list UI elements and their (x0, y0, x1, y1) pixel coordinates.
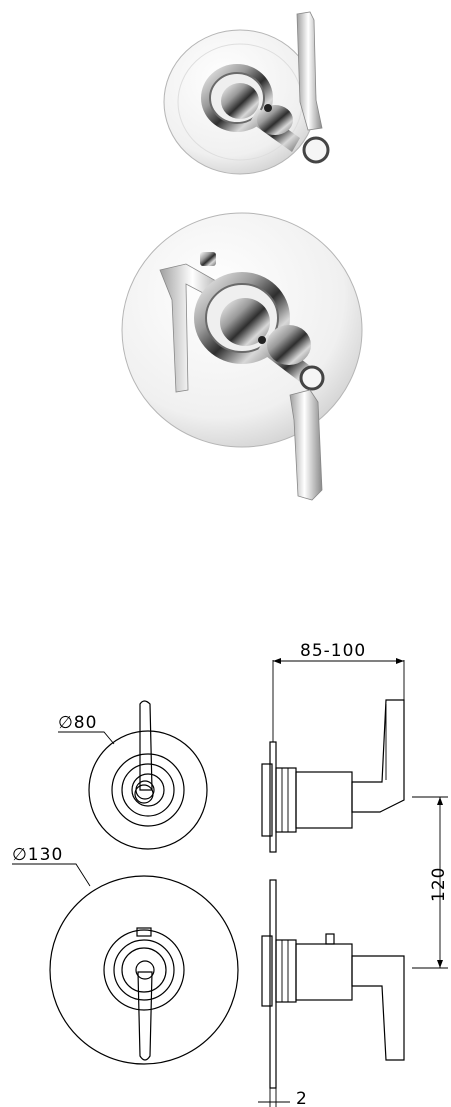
side-view-large (261, 879, 405, 1089)
depth-label: 85-100 (300, 641, 366, 661)
front-view-large (49, 875, 239, 1065)
thickness-label: 2 (296, 1089, 308, 1107)
diameter-small-label: ∅80 (58, 713, 97, 733)
front-view-small (88, 700, 208, 850)
side-view-small (261, 699, 405, 853)
product-render-small (163, 11, 330, 175)
product-render-large (121, 212, 363, 501)
spacing-label: 120 (429, 867, 449, 902)
diameter-large-label: ∅130 (12, 845, 63, 865)
dimension-lines (12, 658, 448, 1107)
